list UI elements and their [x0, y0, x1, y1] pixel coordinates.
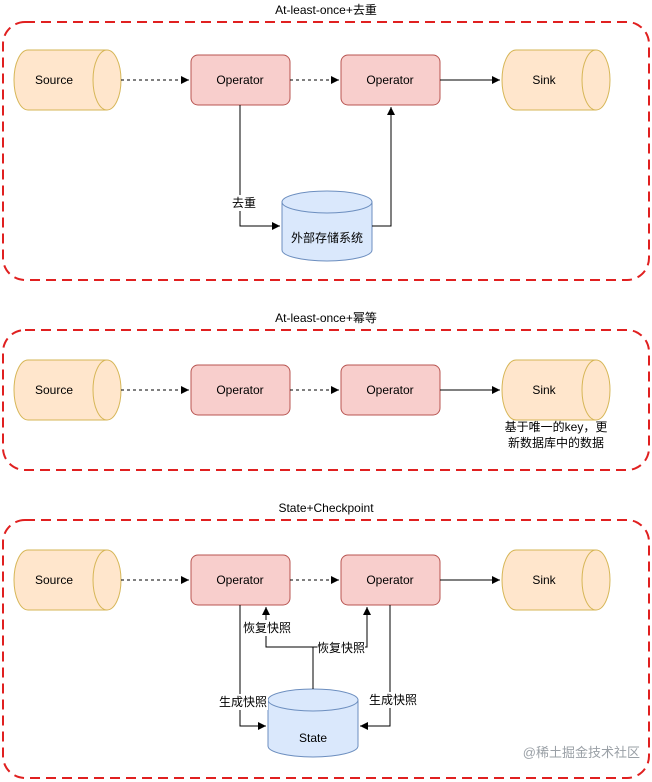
- sink-label: Sink: [532, 73, 556, 87]
- operator-label-2: Operator: [366, 573, 413, 587]
- external-store-label: 外部存储系统: [291, 230, 363, 245]
- snapshot-label-left: 生成快照: [219, 695, 267, 709]
- source-label: Source: [35, 383, 73, 397]
- restore-label-right: 恢复快照: [317, 641, 365, 655]
- edge-op1-state-snapshot: [239, 605, 266, 730]
- section-idempotent: At-least-once+幂等 Source Operator Operato…: [2, 311, 650, 471]
- sink-label: Sink: [532, 573, 556, 587]
- source-node[interactable]: Source: [13, 549, 122, 611]
- section-title-dedup: At-least-once+去重: [275, 3, 377, 17]
- state-node[interactable]: State: [267, 688, 359, 758]
- section-frame-dedup: [2, 21, 650, 281]
- sink-label: Sink: [532, 383, 556, 397]
- state-label: State: [299, 731, 327, 745]
- section-checkpoint: State+Checkpoint Source Operator Operato…: [2, 501, 650, 779]
- restore-label-left: 恢复快照: [243, 621, 291, 635]
- section-title-idempotent: At-least-once+幂等: [275, 311, 377, 325]
- dedup-edge-label: 去重: [232, 196, 256, 210]
- section-title-checkpoint: State+Checkpoint: [278, 501, 374, 515]
- operator-label-1: Operator: [216, 383, 263, 397]
- operator-label-1: Operator: [216, 73, 263, 87]
- operator-label-2: Operator: [366, 383, 413, 397]
- sink-node[interactable]: Sink: [501, 49, 611, 111]
- edge-op1-store: [239, 105, 280, 230]
- operator-label-2: Operator: [366, 73, 413, 87]
- sink-node[interactable]: Sink: [501, 549, 611, 611]
- source-label: Source: [35, 573, 73, 587]
- section-frame-checkpoint: [2, 519, 650, 779]
- source-label: Source: [35, 73, 73, 87]
- edge-store-op2: [372, 107, 395, 227]
- section-dedup: At-least-once+去重 Source Operator Operato…: [2, 3, 650, 281]
- operator-label-1: Operator: [216, 573, 263, 587]
- edge-op2-state-snapshot: [360, 605, 391, 730]
- sink-note-line2: 新数据库中的数据: [508, 435, 604, 450]
- sink-note-line1: 基于唯一的key，更: [505, 419, 608, 434]
- sink-node[interactable]: Sink: [501, 359, 611, 421]
- source-node[interactable]: Source: [13, 359, 122, 421]
- watermark: @稀土掘金技术社区: [523, 745, 640, 760]
- source-node[interactable]: Source: [13, 49, 122, 111]
- snapshot-label-right: 生成快照: [369, 693, 417, 707]
- external-store-node[interactable]: 外部存储系统: [281, 190, 373, 262]
